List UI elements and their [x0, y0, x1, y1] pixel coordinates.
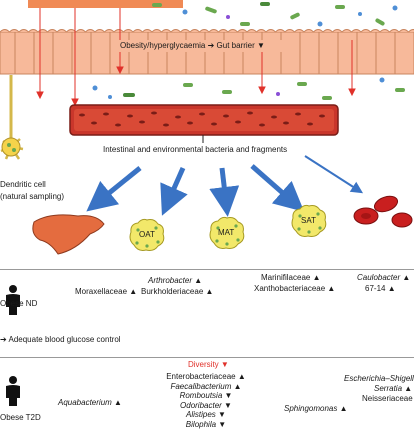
t2d-taxon-aquabacterium: Aquabacterium ▲ [58, 399, 122, 407]
mat-label: MAT [218, 229, 234, 237]
t2d-taxon-neisseriaceae: Neisseriaceae ▲ [344, 394, 414, 404]
t2d-taxon-serratia: Serratia ▲ [344, 384, 414, 394]
gut-bacteria-cluster [152, 2, 398, 27]
t2d-taxon-romboutsia-text: Romboutsia [180, 391, 223, 400]
separator-bottom [0, 357, 414, 358]
t2d-diversity: Diversity ▼ [188, 361, 229, 369]
increase-arrow-icon: ▲ [129, 287, 137, 296]
barrier-label-text-2: Gut barrier [217, 41, 255, 50]
nd-taxon-67-14: 67-14 ▲ [365, 285, 396, 293]
increase-arrow-icon: ▲ [194, 276, 202, 285]
nd-taxon-67-14-text: 67-14 [365, 284, 385, 293]
decrease-arrow-icon: ▼ [221, 360, 229, 369]
arrow-to-sat [252, 166, 293, 202]
barrier-label-text: Obesity/hyperglycaemia [120, 41, 205, 50]
nd-taxon-moraxellaceae-text: Moraxellaceae [75, 287, 127, 296]
increase-arrow-icon: ▲ [340, 404, 348, 413]
gut-epithelium-illustration [0, 0, 414, 110]
t2d-taxon-odoribacter-text: Odoribacter [180, 401, 222, 410]
t2d-taxon-sphingomonas-text: Sphingomonas [284, 404, 337, 413]
t2d-taxon-enterobacteriaceae: Enterobacteriaceae ▲ [142, 372, 270, 382]
increase-arrow-icon: ▲ [313, 273, 321, 282]
arrow-to-mat [222, 168, 226, 202]
t2d-taxon-serratia-text: Serratia [374, 384, 402, 393]
increase-arrow-icon: ▲ [114, 398, 122, 407]
obese-t2d-label: Obese T2D [0, 414, 41, 422]
increase-arrow-icon: ▲ [206, 287, 214, 296]
t2d-diversity-text: Diversity [188, 360, 219, 369]
t2d-taxon-sphingomonas: Sphingomonas ▲ [284, 405, 348, 413]
obese-nd-label: Obese ND [0, 300, 37, 308]
arrow-to-oat [168, 168, 183, 202]
increase-arrow-icon: ▲ [327, 284, 335, 293]
decrease-arrow-icon: ▼ [225, 391, 233, 400]
nd-taxon-moraxellaceae: Moraxellaceae ▲ [75, 288, 137, 296]
oat-label: OAT [139, 231, 155, 239]
decrease-arrow-icon: ▼ [218, 420, 226, 429]
person-icon [3, 376, 23, 406]
blood-vessel-illustration [68, 101, 343, 145]
arrow-to-blood [305, 156, 358, 190]
nd-taxon-marinifilaceae-text: Marinifilaceae [261, 273, 310, 282]
t2d-taxon-escherichia-shigella: Escherichia–Shigella [344, 374, 414, 384]
arrow-to-liver [98, 168, 140, 202]
nd-taxon-arthrobacter-text: Arthrobacter [148, 276, 192, 285]
red-blood-cells-icon [352, 192, 414, 232]
glucose-control-label: ➔ Adequate blood glucose control [0, 336, 121, 344]
t2d-taxa-column-4: Escherichia–Shigella Serratia ▲ Neisseri… [344, 374, 414, 404]
increase-arrow-icon: ▲ [402, 273, 410, 282]
increase-arrow-icon: ▲ [388, 284, 396, 293]
nd-taxon-caulobacter: Caulobacter ▲ [357, 274, 410, 282]
t2d-taxon-odoribacter: Odoribacter ▼ [142, 401, 270, 411]
translocated-bacteria [93, 78, 406, 101]
t2d-taxa-column-2: Enterobacteriaceae ▲ Faecalibacterium ▲ … [142, 372, 270, 429]
t2d-taxon-enterobacteriaceae-text: Enterobacteriaceae [166, 372, 235, 381]
t2d-taxon-faecalibacterium: Faecalibacterium ▲ [142, 382, 270, 392]
t2d-taxon-aquabacterium-text: Aquabacterium [58, 398, 112, 407]
increase-arrow-icon: ▲ [404, 384, 412, 393]
liver-icon [30, 212, 110, 257]
t2d-taxon-escherichia-shigella-text: Escherichia–Shigella [344, 374, 414, 383]
nd-taxon-xanthobacteriaceae: Xanthobacteriaceae ▲ [254, 285, 335, 293]
nd-taxon-xanthobacteriaceae-text: Xanthobacteriaceae [254, 284, 325, 293]
t2d-taxon-bilophila-text: Bilophila [186, 420, 216, 429]
separator-top [0, 269, 414, 270]
nd-taxon-burkholderiaceae: Burkholderiaceae ▲ [141, 288, 213, 296]
nd-taxon-burkholderiaceae-text: Burkholderiaceae [141, 287, 203, 296]
t2d-taxon-alistipes: Alistipes ▼ [142, 410, 270, 420]
decrease-arrow-icon: ▼ [257, 41, 265, 50]
t2d-taxon-faecalibacterium-text: Faecalibacterium [170, 382, 231, 391]
t2d-taxon-romboutsia: Romboutsia ▼ [142, 391, 270, 401]
decrease-arrow-icon: ▼ [218, 410, 226, 419]
decrease-arrow-icon: ▼ [224, 401, 232, 410]
t2d-taxon-bilophila: Bilophila ▼ [142, 420, 270, 429]
t2d-taxon-neisseriaceae-text: Neisseriaceae [362, 394, 413, 403]
t2d-taxon-alistipes-text: Alistipes [186, 410, 216, 419]
nd-taxon-arthrobacter: Arthrobacter ▲ [148, 277, 202, 285]
arrow-right-icon: ➔ [208, 41, 215, 50]
increase-arrow-icon: ▲ [234, 382, 242, 391]
increase-arrow-icon: ▲ [238, 372, 246, 381]
sat-label: SAT [301, 217, 316, 225]
glucose-control-text: Adequate blood glucose control [8, 335, 120, 344]
arrow-right-icon: ➔ [0, 335, 7, 344]
nd-taxon-caulobacter-text: Caulobacter [357, 273, 400, 282]
barrier-label: Obesity/hyperglycaemia ➔ Gut barrier ▼ [120, 42, 265, 50]
nd-taxon-marinifilaceae: Marinifilaceae ▲ [261, 274, 321, 282]
